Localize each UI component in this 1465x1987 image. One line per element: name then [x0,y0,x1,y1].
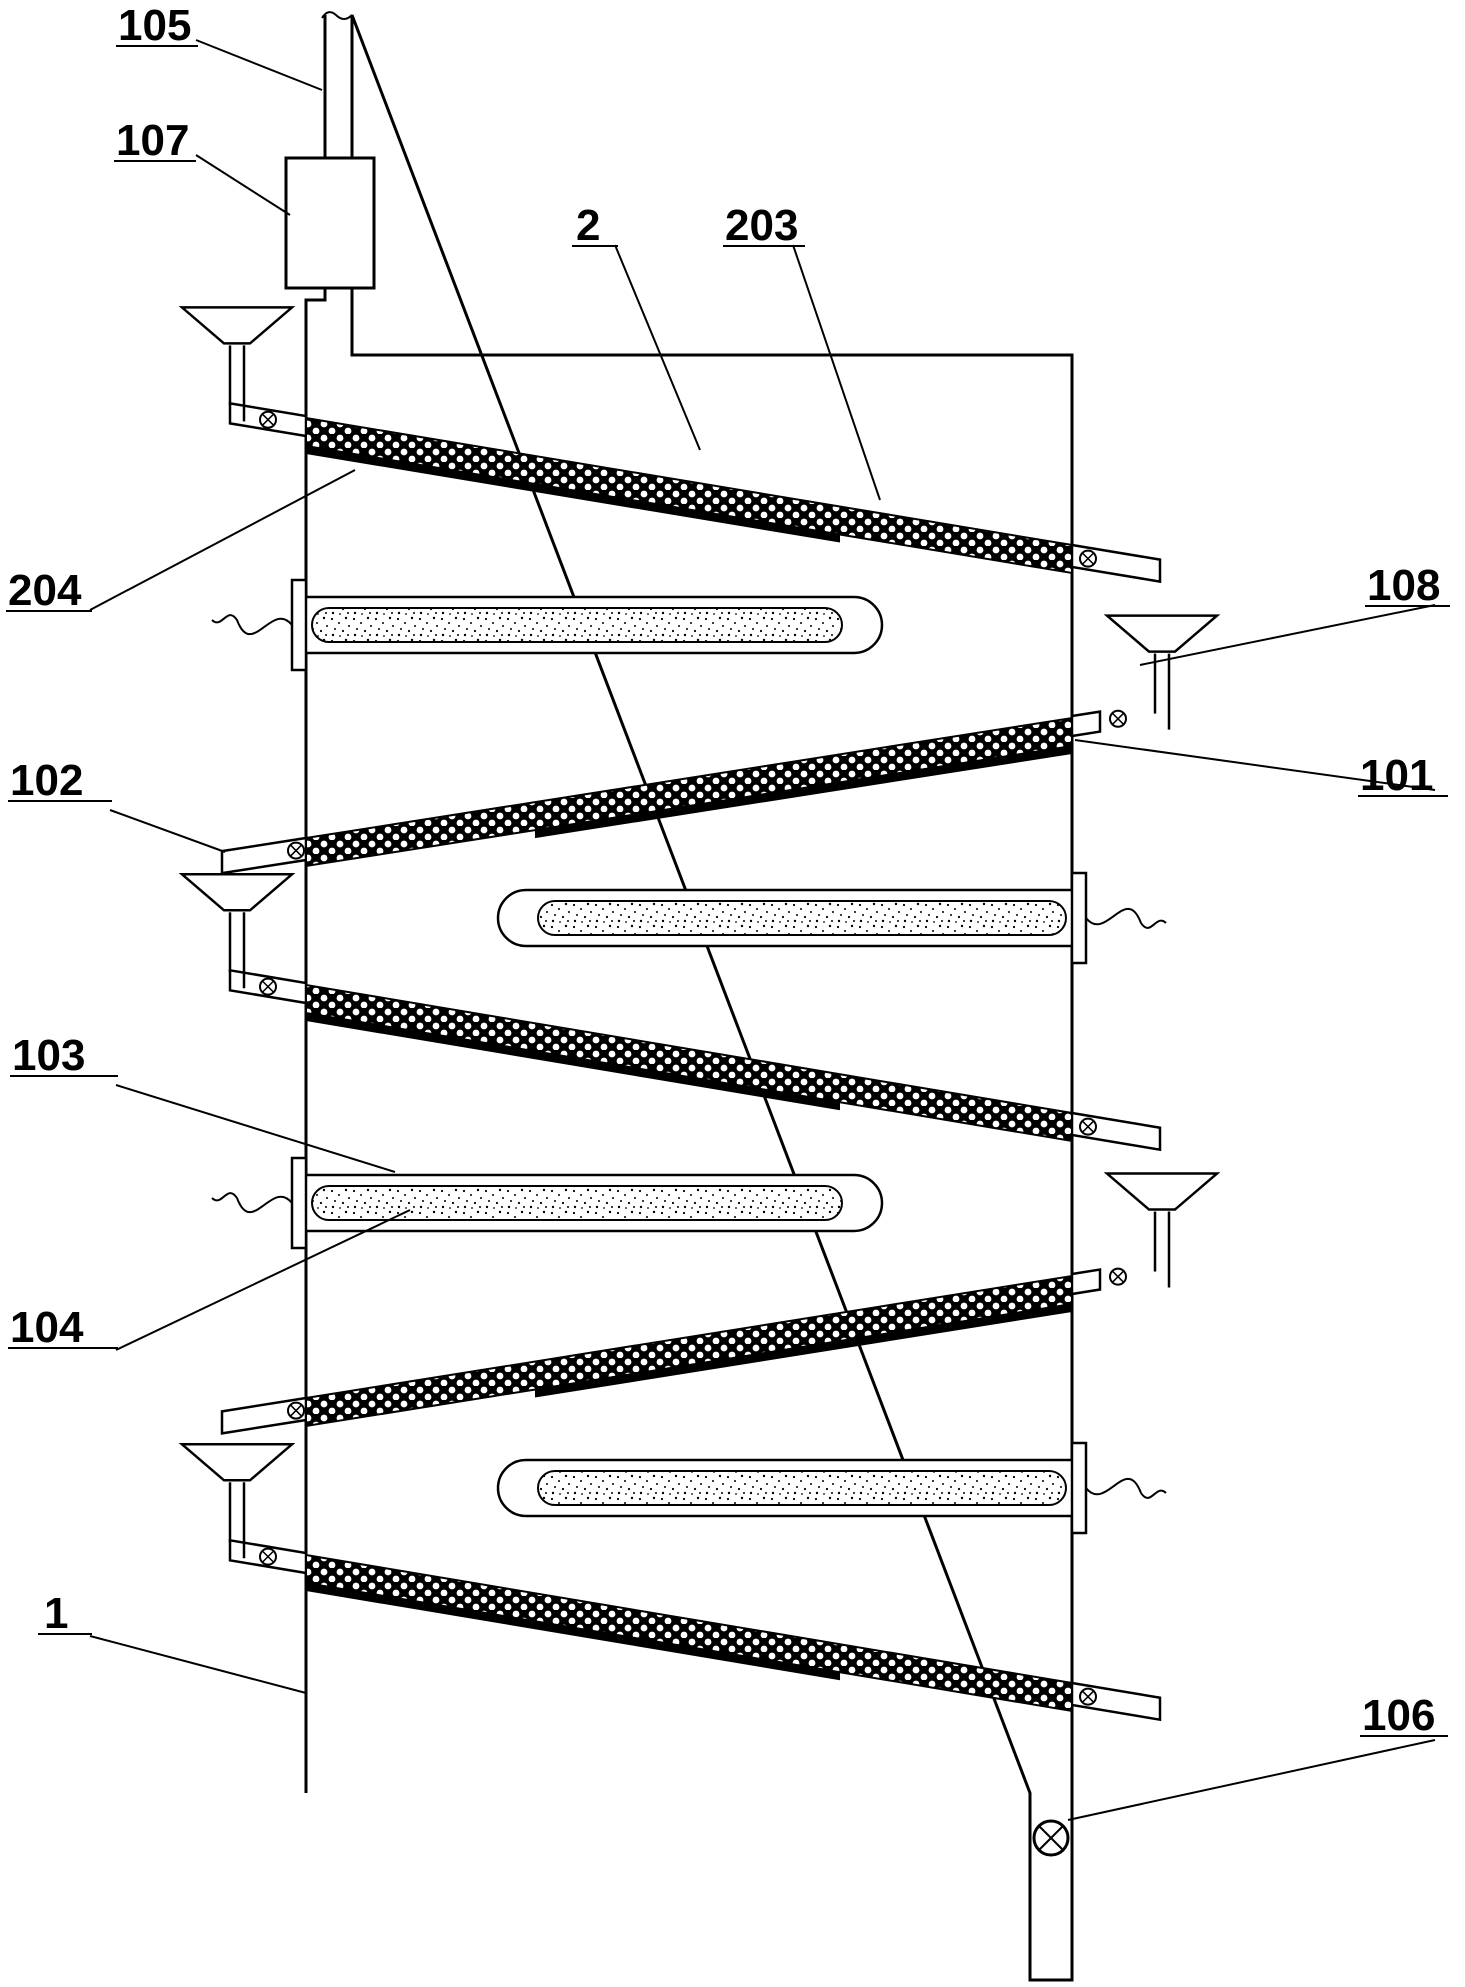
backing-plate [535,746,1072,839]
label-107: 107 [116,116,189,165]
heater-core [537,900,1067,936]
valve-cross [1081,1690,1095,1704]
tray-inlet-pipe [1070,1268,1102,1296]
backing-plate [535,1304,1072,1398]
heater-3 [211,1156,884,1250]
label-108: 108 [1367,561,1440,610]
label-103: 103 [12,1031,85,1080]
valve-cross [261,980,275,994]
mesh-filter [305,1274,1073,1428]
tray-1 [178,306,1162,584]
valve-cross [1081,552,1095,566]
label-204: 204 [8,566,82,615]
funnel [178,873,296,912]
heater-cable [1085,907,1167,929]
tray-2 [220,614,1221,875]
heater-cable [211,1192,293,1214]
label-106: 106 [1362,1691,1435,1740]
valve-cross [289,844,303,858]
heater-cable [211,614,293,636]
part-labels: 105 107 2 203 204 108 102 101 103 104 1 … [6,1,1450,1740]
heater-flange [290,578,308,672]
label-203: 203 [725,201,798,250]
label-2: 2 [576,201,600,250]
tray-5 [178,1443,1162,1722]
mesh-filter [305,1553,1073,1713]
heater-cable [1085,1477,1167,1499]
tray-4 [220,1172,1221,1435]
valve-cross [289,1404,303,1418]
heater-flange [1070,1441,1088,1535]
mesh-filter [305,416,1073,575]
funnel [178,1443,296,1482]
heater-2 [496,871,1167,965]
valve-cross [261,1550,275,1564]
heater-core [537,1470,1067,1506]
heater-group [211,578,1167,1535]
funnel [178,306,296,345]
heater-1 [211,578,884,672]
leader-lines [89,39,1436,1821]
mesh-filter [305,983,1073,1143]
valve-cross [1111,1270,1125,1284]
heater-4 [496,1441,1167,1535]
mesh-filter [305,716,1073,868]
label-1: 1 [44,1589,68,1638]
funnel [1103,1172,1221,1211]
label-101: 101 [1360,751,1433,800]
top-filter-box [284,156,376,290]
valve-cross [1081,1120,1095,1134]
valve-cross [1111,712,1125,726]
backing-plate [306,446,840,543]
heater-flange [1070,871,1088,965]
heater-core [311,607,843,643]
backing-plate [306,1013,840,1111]
drain-valve [1032,1819,1070,1857]
tray-inlet-pipe [1070,710,1102,738]
heater-flange [290,1156,308,1250]
backing-plate [306,1583,840,1681]
tray-group [178,306,1221,1722]
heater-core [311,1185,843,1221]
label-105: 105 [118,1,191,50]
label-104: 104 [10,1303,84,1352]
funnel [1103,614,1221,653]
valve-cross [261,413,275,427]
tray-3 [178,873,1162,1152]
label-102: 102 [10,756,83,805]
